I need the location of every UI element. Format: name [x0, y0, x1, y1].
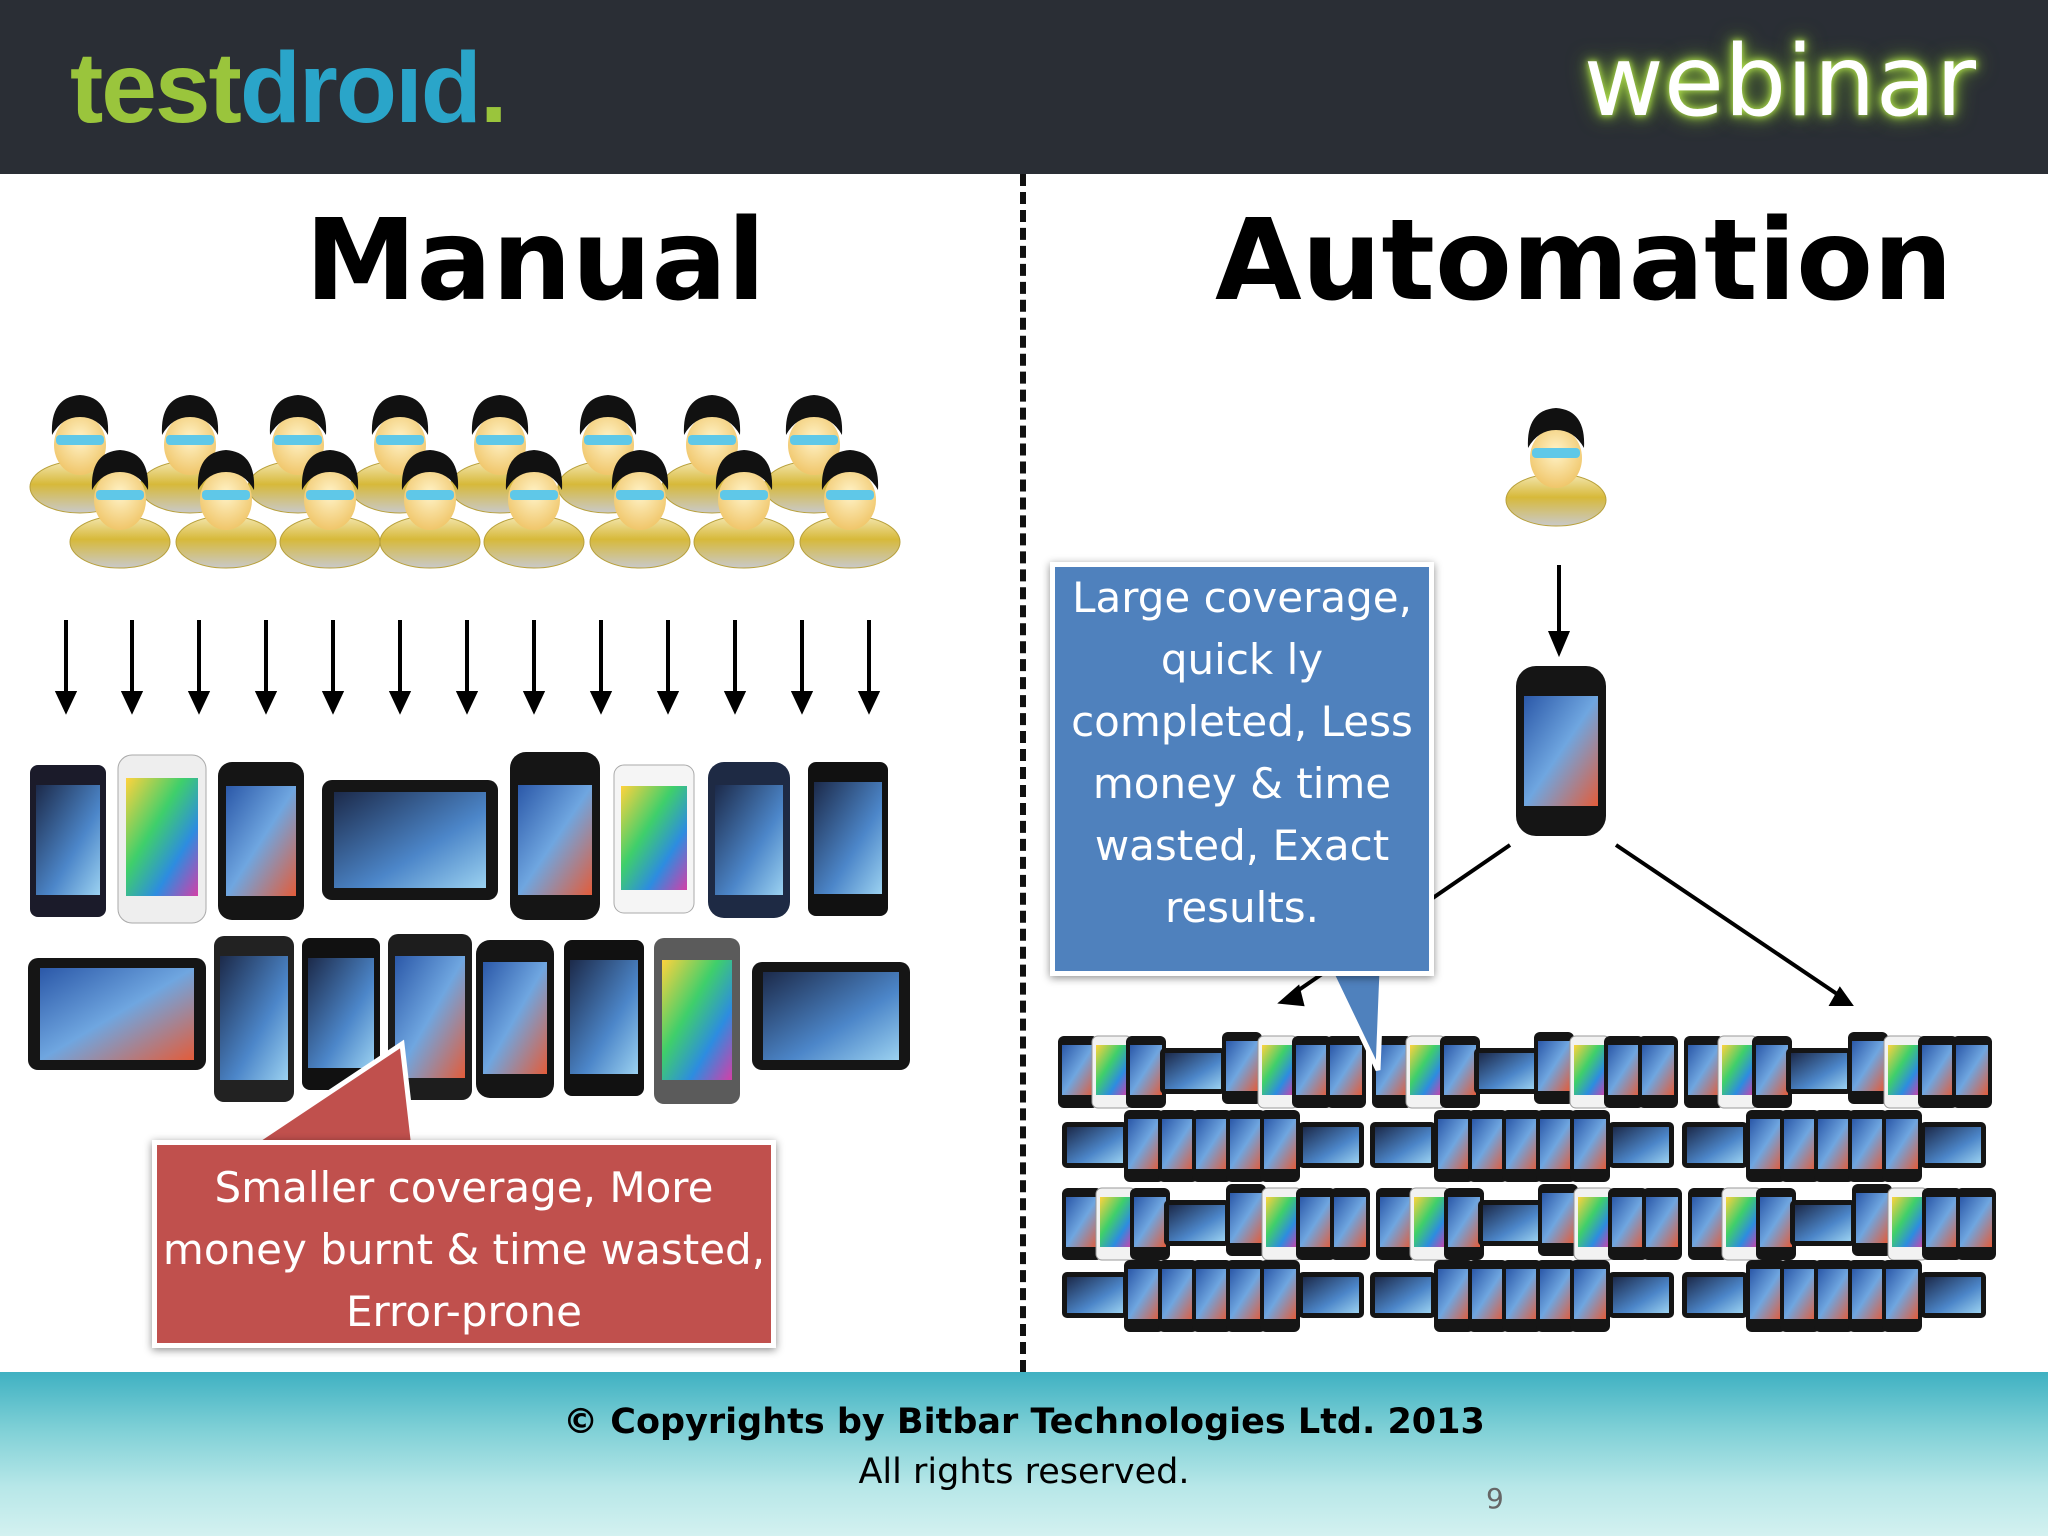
- automation-arrow-down: [1547, 565, 1571, 658]
- tester-arrows: [54, 620, 881, 715]
- automation-device: [1516, 666, 1606, 836]
- slide-footer: [0, 1372, 2048, 1536]
- slide-header: [0, 0, 2048, 174]
- copyright-text: © Copyrights by Bitbar Technologies Ltd.…: [563, 1402, 1485, 1442]
- logo-text-dro: dro: [239, 32, 397, 144]
- manual-callout: Smaller coverage, More money burnt & tim…: [152, 1140, 776, 1348]
- automation-callout: Large coverage, quick ly completed, Less…: [1050, 562, 1434, 976]
- automation-tester: [1505, 407, 1607, 527]
- column-divider: [1020, 174, 1026, 1372]
- logo-text-d: d: [420, 32, 482, 144]
- tester-crowd: [29, 394, 901, 569]
- testdroid-logo: testdroıd.: [70, 28, 508, 148]
- manual-title: Manual: [305, 196, 766, 326]
- logo-text-i: ı: [394, 32, 423, 144]
- automation-device-grid: [1058, 1032, 1996, 1332]
- logo-dot: .: [479, 32, 508, 144]
- page-number: 9: [1486, 1482, 1504, 1515]
- manual-device-grid: [28, 752, 910, 1104]
- automation-title: Automation: [1215, 196, 1953, 326]
- rights-text: All rights reserved.: [858, 1452, 1190, 1492]
- logo-text-test: test: [70, 32, 242, 144]
- webinar-badge: webinar: [1583, 25, 1976, 139]
